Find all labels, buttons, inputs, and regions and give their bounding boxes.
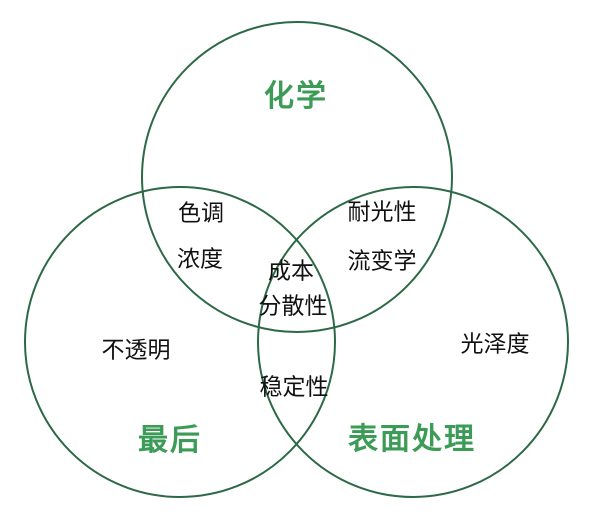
gloss-label: 光泽度 <box>460 330 530 357</box>
stability-label: 稳定性 <box>259 373 329 400</box>
hue-label: 色调 <box>178 199 224 226</box>
rheology-label: 流变学 <box>347 247 417 274</box>
final-circle-title: 最后 <box>138 424 202 457</box>
surface-treatment-circle-title: 表面处理 <box>348 423 476 456</box>
chemistry-circle <box>141 21 453 333</box>
dispersibility-label: 分散性 <box>258 292 328 319</box>
final-circle <box>24 186 336 498</box>
cost-label: 成本 <box>268 257 314 284</box>
opacity-label: 不透明 <box>101 336 171 363</box>
surface-treatment-circle <box>257 186 569 498</box>
chemistry-circle-title: 化学 <box>264 80 328 113</box>
lightfastness-label: 耐光性 <box>347 198 417 225</box>
concentration-label: 浓度 <box>177 245 223 272</box>
